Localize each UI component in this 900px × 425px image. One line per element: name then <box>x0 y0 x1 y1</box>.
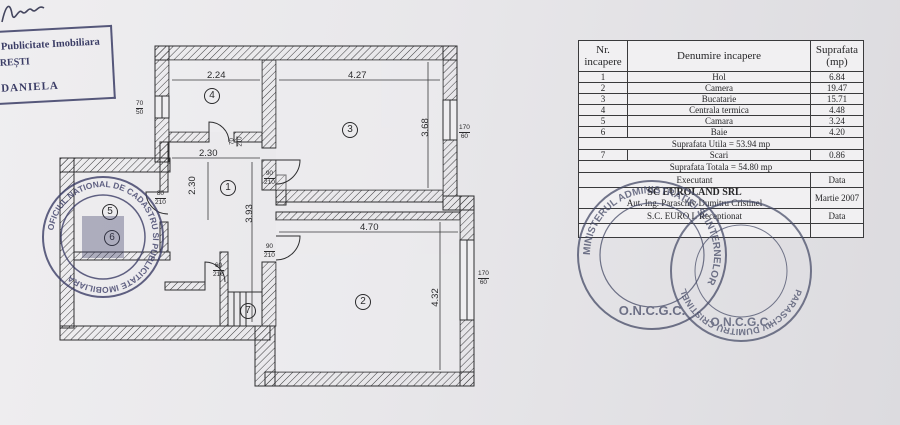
dim-room3-width: 4.27 <box>348 70 367 81</box>
header-name: Denumire incapere <box>627 40 811 72</box>
data-label-2: Data <box>810 208 864 224</box>
scari-label: Scari <box>627 149 811 161</box>
row-2-nr: 2 <box>578 82 628 94</box>
window-left-label: 70 50 <box>136 100 144 117</box>
row-4-area: 4.48 <box>810 104 864 116</box>
second-stamp-oncgc: O.N.C.G.C. <box>710 315 771 329</box>
dim-hall-width: 2.30 <box>199 148 218 159</box>
header-nr: Nr. incapere <box>578 40 628 72</box>
row-6-name: Baie <box>627 126 811 138</box>
door-room4-width: 70 <box>229 136 238 147</box>
window-room3-height: 60 <box>460 133 469 140</box>
door-storage-height: 210 <box>213 271 224 278</box>
data-label: Data <box>810 172 864 188</box>
dim-room2-height: 4.32 <box>429 288 441 307</box>
left-round-stamp: OFICIUL NATIONAL DE CADASTRU SI PUBLICIT… <box>42 176 164 298</box>
table-row: 5 Camara 3.24 <box>578 115 864 127</box>
interior-walls <box>73 59 461 327</box>
row-4-name: Centrala termica <box>627 104 811 116</box>
row-5-name: Camara <box>627 115 811 127</box>
company-author: Aut. Ing. Paraschiv Dumitru Cristinel <box>626 198 763 208</box>
header-area: Suprafata (mp) <box>810 40 864 72</box>
door-bath-label: 80 210 <box>155 190 166 207</box>
table-row: 2 Camera 19.47 <box>578 82 864 94</box>
scari-area: 0.86 <box>810 149 864 161</box>
window-left-width: 70 <box>136 100 144 109</box>
room-number-5: 5 <box>102 204 118 220</box>
door-room2-height: 210 <box>264 252 275 259</box>
dim-hall-height: 2.30 <box>186 176 198 195</box>
window-room2-height: 60 <box>479 279 488 286</box>
row-1-nr: 1 <box>578 71 628 83</box>
row-3-name: Bucatarie <box>627 93 811 105</box>
row-6-nr: 6 <box>578 126 628 138</box>
company-name: SC EUROLAND SRL <box>647 187 742 198</box>
date-cell: Martie 2007 <box>810 187 864 209</box>
blank-cell-b <box>810 223 864 238</box>
suprafata-totala-row: Suprafata Totala = 54.80 mp <box>578 160 864 173</box>
door-bath-width: 80 <box>155 190 166 199</box>
right-stamp-oncgc: O.N.C.G.C. <box>619 303 685 318</box>
row-2-name: Camera <box>627 82 811 94</box>
room-number-1: 1 <box>220 180 236 196</box>
table-row: 1 Hol 6.84 <box>578 71 864 83</box>
door-storage-label: 60 210 <box>213 262 224 279</box>
door-room3-label: 90 210 <box>264 170 275 187</box>
dim-room4-width: 2.24 <box>207 70 226 81</box>
suprafata-utila-row: Suprafata Utila = 53.94 mp <box>578 137 864 150</box>
table-header-row: Nr. incapere Denumire incapere Suprafata… <box>578 40 864 72</box>
doors <box>145 121 301 283</box>
table-row: 3 Bucatarie 15.71 <box>578 93 864 105</box>
signature-scribble <box>1 5 45 23</box>
row-6-area: 4.20 <box>810 126 864 138</box>
row-2-area: 19.47 <box>810 82 864 94</box>
window-left-height: 50 <box>136 109 144 116</box>
dim-room2-width: 4.70 <box>360 222 379 233</box>
door-room4-label: 70 210 <box>229 136 245 147</box>
window-room3-label: 170 60 <box>459 124 470 141</box>
row-3-area: 15.71 <box>810 93 864 105</box>
second-stamp-inner-text: PARASCHIV DUMITRU CRISTINEL <box>678 287 804 337</box>
windows <box>154 95 475 321</box>
scari-row: 7 Scari 0.86 <box>578 149 864 161</box>
door-bath-height: 210 <box>155 199 166 206</box>
suprafata-utila: Suprafata Utila = 53.94 mp <box>578 137 864 150</box>
room-number-7: 7 <box>240 303 256 319</box>
dim-corridor-height: 3.93 <box>243 204 255 223</box>
room-number-4: 4 <box>204 88 220 104</box>
row-3-nr: 3 <box>578 93 628 105</box>
door-room2-width: 90 <box>264 243 275 252</box>
room-number-3: 3 <box>342 122 358 138</box>
door-room3-width: 90 <box>264 170 275 179</box>
door-room3-height: 210 <box>264 179 275 186</box>
row-4-nr: 4 <box>578 104 628 116</box>
table-row: 4 Centrala termica 4.48 <box>578 104 864 116</box>
rooms-table: Nr. incapere Denumire incapere Suprafata… <box>578 40 864 238</box>
room-number-2: 2 <box>355 294 371 310</box>
row-1-area: 6.84 <box>810 71 864 83</box>
svg-text:PARASCHIV DUMITRU CRISTINEL: PARASCHIV DUMITRU CRISTINEL <box>678 287 804 337</box>
dimension-lines <box>172 62 458 370</box>
right-round-stamp: MINISTERUL ADMINISTRATIEI SI INTERNELOR … <box>577 180 727 330</box>
window-room2-label: 170 60 <box>478 270 489 287</box>
dim-room3-height: 3.68 <box>419 118 431 137</box>
row-5-area: 3.24 <box>810 115 864 127</box>
door-room2-label: 90 210 <box>264 243 275 260</box>
door-storage-width: 60 <box>213 262 224 271</box>
door-room4-height: 210 <box>237 136 244 147</box>
row-1-name: Hol <box>627 71 811 83</box>
outer-walls <box>59 45 475 387</box>
window-room3-width: 170 <box>459 124 470 133</box>
window-room2-width: 170 <box>478 270 489 279</box>
table-row: 6 Baie 4.20 <box>578 126 864 138</box>
row-5-nr: 5 <box>578 115 628 127</box>
scari-nr: 7 <box>578 149 628 161</box>
second-round-stamp: PARASCHIV DUMITRU CRISTINEL O.N.C.G.C. <box>670 200 812 342</box>
suprafata-totala: Suprafata Totala = 54.80 mp <box>578 160 864 173</box>
room-number-6: 6 <box>104 230 120 246</box>
